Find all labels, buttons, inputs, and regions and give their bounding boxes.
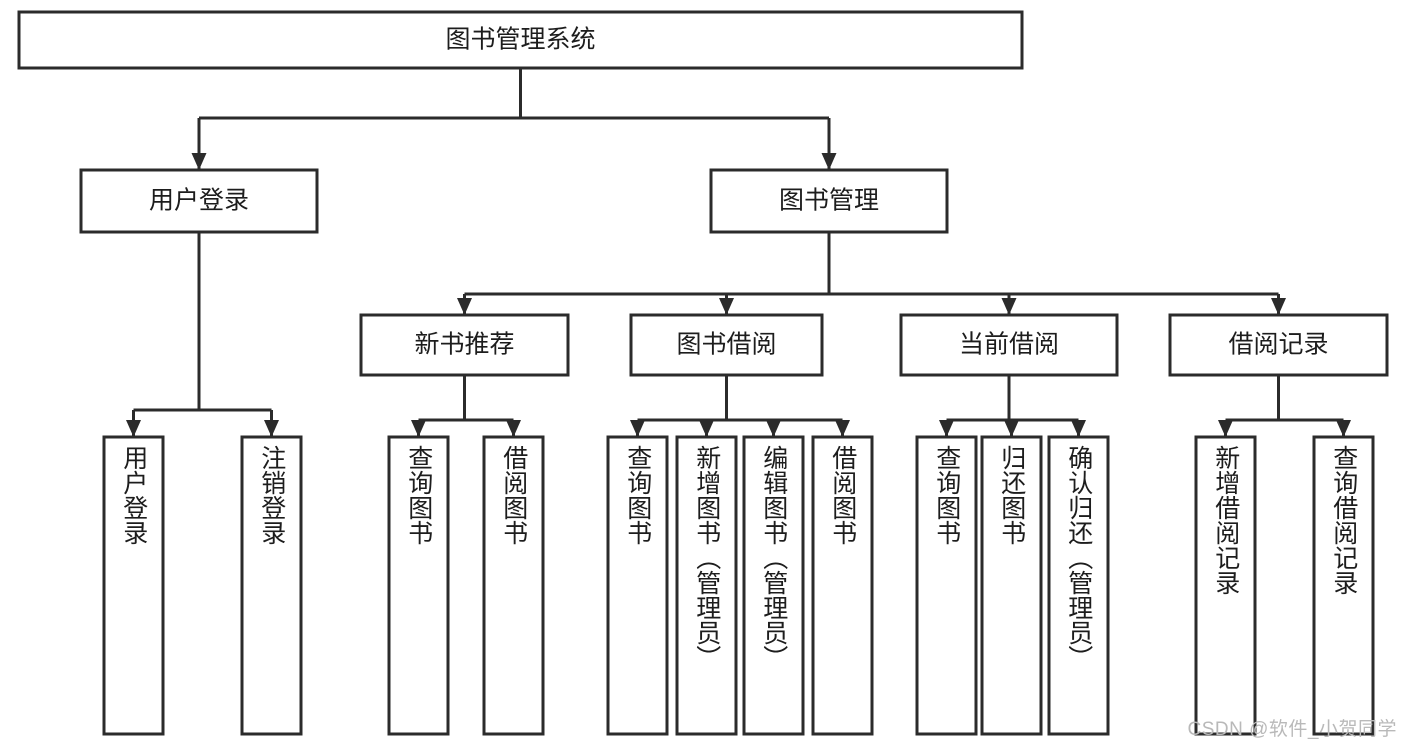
node-leaf-user-logout[interactable]: [240, 435, 303, 736]
node-leaf-rec-query[interactable]: [387, 435, 450, 736]
arrow-head-icon: [1336, 420, 1351, 437]
node-leaf-user-login[interactable]: [102, 435, 165, 736]
arrow-head-icon: [411, 420, 426, 437]
node-leaf-bb-borrow[interactable]: [811, 435, 874, 736]
node-box: [359, 313, 570, 377]
node-borrow-record[interactable]: 借阅记录: [1168, 313, 1389, 377]
node-book-manage[interactable]: 图书管理: [709, 168, 949, 234]
connector-group-book-manage: [457, 232, 1286, 315]
arrow-head-icon: [1001, 298, 1017, 315]
connector-group-current-borrow: [939, 375, 1086, 437]
arrow-head-icon: [264, 420, 279, 437]
node-leaf-br-query[interactable]: [1312, 435, 1375, 736]
arrow-head-icon: [1271, 298, 1286, 315]
node-new-book-rec[interactable]: 新书推荐: [359, 313, 570, 377]
arrow-head-icon: [766, 420, 781, 437]
node-box: [240, 435, 303, 736]
arrow-head-icon: [126, 420, 141, 437]
node-current-borrow[interactable]: 当前借阅: [899, 313, 1119, 377]
node-label: 用户登录: [149, 187, 249, 215]
node-label: 当前借阅: [959, 331, 1059, 359]
arrow-head-icon: [1071, 420, 1086, 437]
node-user-login[interactable]: 用户登录: [79, 168, 319, 234]
node-box: [482, 435, 545, 736]
node-box: [980, 435, 1043, 736]
connector-group-book-borrow: [630, 375, 850, 437]
node-box: [606, 435, 669, 736]
connector-group-root: [191, 68, 837, 170]
connector-group-user-login: [126, 232, 279, 437]
node-leaf-rec-borrow[interactable]: [482, 435, 545, 736]
node-box: [629, 313, 824, 377]
node-box: [79, 168, 319, 234]
node-leaf-cb-confirm[interactable]: [1047, 435, 1110, 736]
node-leaf-bb-edit[interactable]: [742, 435, 805, 736]
node-book-borrow[interactable]: 图书借阅: [629, 313, 824, 377]
node-box: [675, 435, 738, 736]
arrow-head-icon: [630, 420, 645, 437]
node-root[interactable]: 图书管理系统: [17, 10, 1024, 70]
arrow-head-icon: [1004, 420, 1019, 437]
arrow-head-icon: [1218, 420, 1233, 437]
node-box: [742, 435, 805, 736]
node-box: [1312, 435, 1375, 736]
arrow-head-icon: [191, 153, 207, 170]
node-label: 借阅记录: [1228, 331, 1328, 359]
node-label: 图书管理: [779, 187, 879, 215]
node-label: 图书管理系统: [445, 26, 595, 54]
node-leaf-bb-add[interactable]: [675, 435, 738, 736]
arrow-head-icon: [457, 298, 472, 315]
node-box: [17, 10, 1024, 70]
arrow-head-icon: [506, 420, 521, 437]
connector-group-borrow-record: [1218, 375, 1351, 437]
node-leaf-cb-query[interactable]: [915, 435, 978, 736]
node-leaf-bb-query[interactable]: [606, 435, 669, 736]
arrow-head-icon: [719, 298, 734, 315]
arrow-head-icon: [699, 420, 714, 437]
node-box: [387, 435, 450, 736]
connector-group-new-book-rec: [411, 375, 521, 437]
node-box: [899, 313, 1119, 377]
arrow-head-icon: [821, 153, 837, 170]
node-box: [915, 435, 978, 736]
arrow-head-icon: [939, 420, 954, 437]
node-box: [1047, 435, 1110, 736]
node-box: [811, 435, 874, 736]
node-leaf-cb-return[interactable]: [980, 435, 1043, 736]
node-label: 新书推荐: [414, 331, 514, 359]
node-box: [102, 435, 165, 736]
node-label: 图书借阅: [676, 331, 776, 359]
node-box: [1168, 313, 1389, 377]
node-box: [709, 168, 949, 234]
node-leaf-br-add[interactable]: [1194, 435, 1257, 736]
arrow-head-icon: [835, 420, 850, 437]
connector-layer: [126, 68, 1351, 437]
node-box: [1194, 435, 1257, 736]
watermark-text: CSDN @软件_小贺同学: [1187, 719, 1397, 740]
